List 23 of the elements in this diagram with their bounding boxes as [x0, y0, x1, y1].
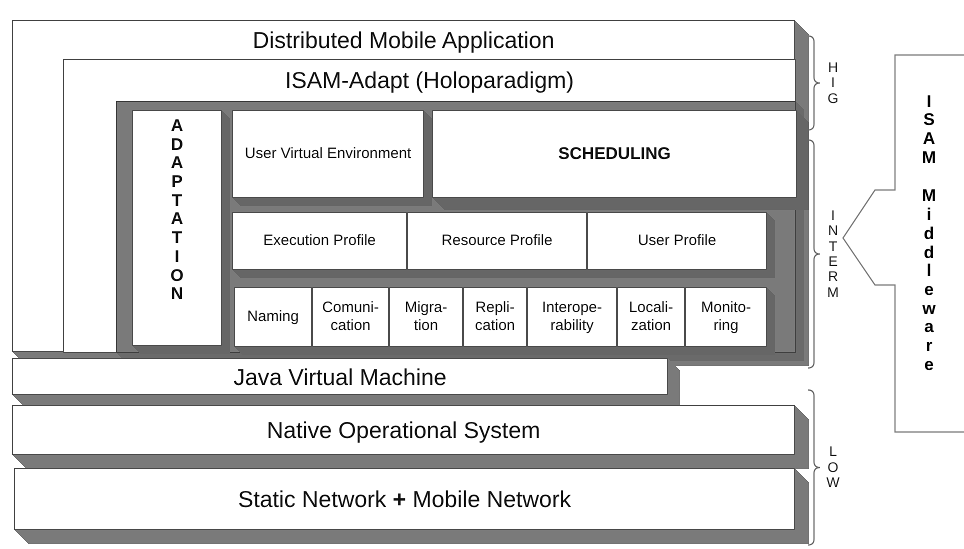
layer-label: SCHEDULING: [557, 144, 672, 164]
layer-label: Native Operational System: [266, 416, 542, 444]
layer-label: Migra- tion: [404, 299, 448, 335]
layer-label: Static Network + Mobile Network: [237, 485, 572, 513]
tier-label: INTERM: [826, 208, 840, 300]
layer-label: User Profile: [636, 232, 718, 250]
layer-label: Naming: [246, 308, 300, 326]
layer-label: Execution Profile: [262, 232, 377, 250]
layer-label: User Virtual Environment: [244, 145, 412, 163]
block-arrow: [843, 55, 964, 432]
layer-label: Interope- rability: [540, 299, 604, 335]
vertical-label: ADAPTATION: [169, 117, 185, 304]
layer-label: Java Virtual Machine: [232, 362, 448, 390]
tier-label: LOW: [826, 444, 840, 491]
layer-label: Monito- ring: [700, 299, 752, 335]
tier-label: HIG: [826, 60, 840, 106]
layer-label: ISAM-Adapt (Holoparadigm): [284, 66, 575, 95]
layer-label: Repli- cation: [474, 299, 516, 335]
layer-label: Comuni- cation: [321, 299, 380, 335]
layer-label: Distributed Mobile Application: [252, 26, 556, 55]
layer-label: Resource Profile: [440, 232, 554, 250]
vertical-label: ISAM Middleware: [920, 92, 938, 376]
layer-label: Locali- zation: [628, 299, 674, 335]
